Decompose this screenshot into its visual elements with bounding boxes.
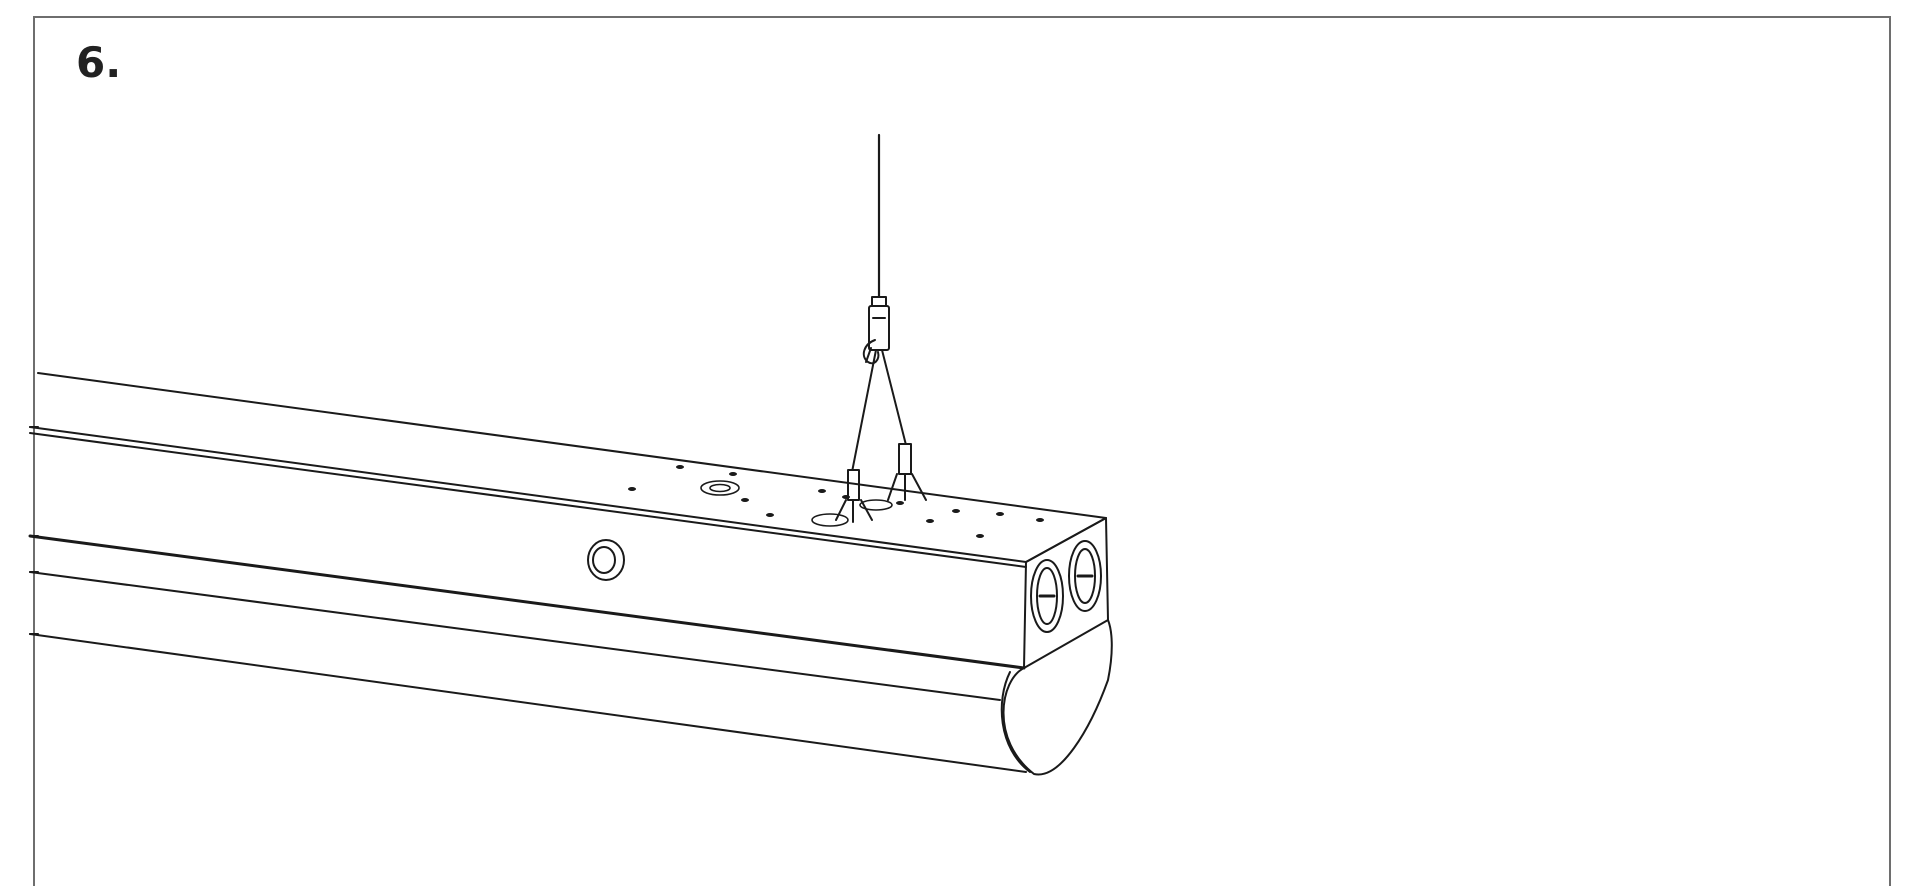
mounting-holes bbox=[700, 480, 893, 527]
side-knob bbox=[587, 539, 625, 581]
y-hanger bbox=[835, 349, 927, 523]
fixture-housing bbox=[28, 372, 1109, 670]
cable-gripper bbox=[862, 296, 890, 365]
end-cap-knockouts bbox=[1030, 540, 1102, 633]
fixture-illustration bbox=[28, 133, 1113, 776]
cut-edge-marks bbox=[29, 426, 39, 635]
step-number: 6. bbox=[76, 38, 122, 87]
top-surface-dots bbox=[628, 465, 1044, 538]
lens-diffuser bbox=[29, 571, 1113, 776]
figure-frame bbox=[33, 16, 1891, 886]
